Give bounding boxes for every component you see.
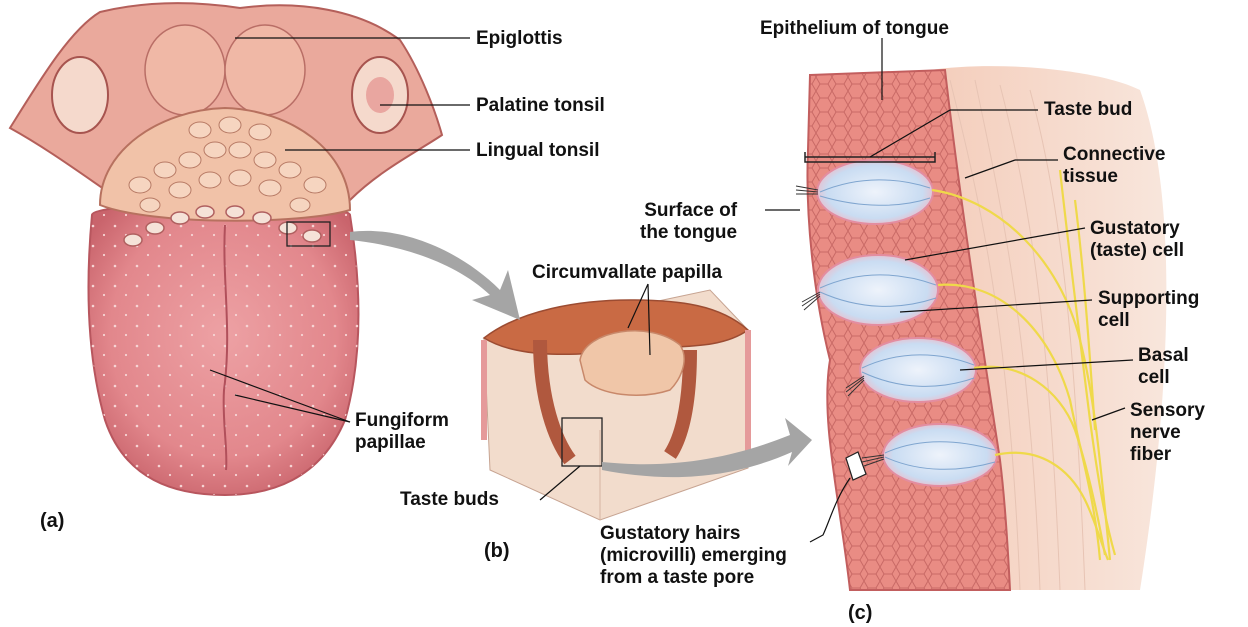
taste-bud-4 [883, 424, 997, 486]
taste-bud-3 [860, 338, 976, 402]
label-gustatory-cell-line-2: (taste) cell [1090, 240, 1184, 262]
arrow-a-to-b [350, 231, 520, 320]
label-basal-line-2: cell [1138, 367, 1189, 389]
label-basal-cell: Basal cell [1138, 345, 1189, 389]
label-supporting-cell: Supporting cell [1098, 288, 1199, 332]
label-fungiform-line-1: Fungiform [355, 410, 449, 432]
palatine-tonsil-inner [366, 77, 394, 113]
palatine-tonsil-left [52, 57, 108, 133]
label-epithelium-of-tongue: Epithelium of tongue [760, 18, 949, 40]
label-fungiform-papillae: Fungiform papillae [355, 410, 449, 454]
label-connective-line-2: tissue [1063, 166, 1165, 188]
label-sensory-line-1: Sensory [1130, 400, 1205, 422]
label-surface-line-1: Surface of [640, 200, 737, 222]
label-surface-line-2: the tongue [640, 222, 737, 244]
taste-bud-1 [817, 160, 933, 224]
panel-label-b: (b) [484, 540, 510, 562]
fungiform-papillae-dots [88, 204, 358, 495]
label-taste-bud: Taste bud [1044, 99, 1132, 121]
label-epiglottis: Epiglottis [476, 28, 563, 50]
papilla-dome [580, 331, 684, 395]
label-basal-line-1: Basal [1138, 345, 1189, 367]
label-gustatory-hairs: Gustatory hairs (microvilli) emerging fr… [600, 523, 787, 589]
papilla-panel [484, 290, 748, 520]
label-gustatory-hairs-line-2: (microvilli) emerging [600, 545, 787, 567]
label-taste-buds: Taste buds [400, 489, 499, 511]
label-supporting-line-2: cell [1098, 310, 1199, 332]
panel-label-c: (c) [848, 602, 872, 624]
label-sensory-line-3: fiber [1130, 444, 1205, 466]
label-gustatory-hairs-line-1: Gustatory hairs [600, 523, 787, 545]
epiglottis-left-lobe [145, 25, 225, 115]
label-surface-of-tongue: Surface of the tongue [640, 200, 737, 244]
label-palatine-tonsil: Palatine tonsil [476, 95, 605, 117]
label-connective-line-1: Connective [1063, 144, 1165, 166]
label-lingual-tonsil: Lingual tonsil [476, 140, 600, 162]
label-connective-tissue: Connective tissue [1063, 144, 1165, 188]
taste-bud-2 [818, 255, 938, 325]
label-gustatory-cell-line-1: Gustatory [1090, 218, 1184, 240]
label-sensory-nerve-fiber: Sensory nerve fiber [1130, 400, 1205, 466]
label-gustatory-hairs-line-3: from a taste pore [600, 567, 787, 589]
label-sensory-line-2: nerve [1130, 422, 1205, 444]
label-supporting-line-1: Supporting [1098, 288, 1199, 310]
panel-label-a: (a) [40, 510, 64, 532]
label-fungiform-line-2: papillae [355, 432, 449, 454]
label-gustatory-cell: Gustatory (taste) cell [1090, 218, 1184, 262]
label-circumvallate-papilla: Circumvallate papilla [532, 262, 722, 284]
